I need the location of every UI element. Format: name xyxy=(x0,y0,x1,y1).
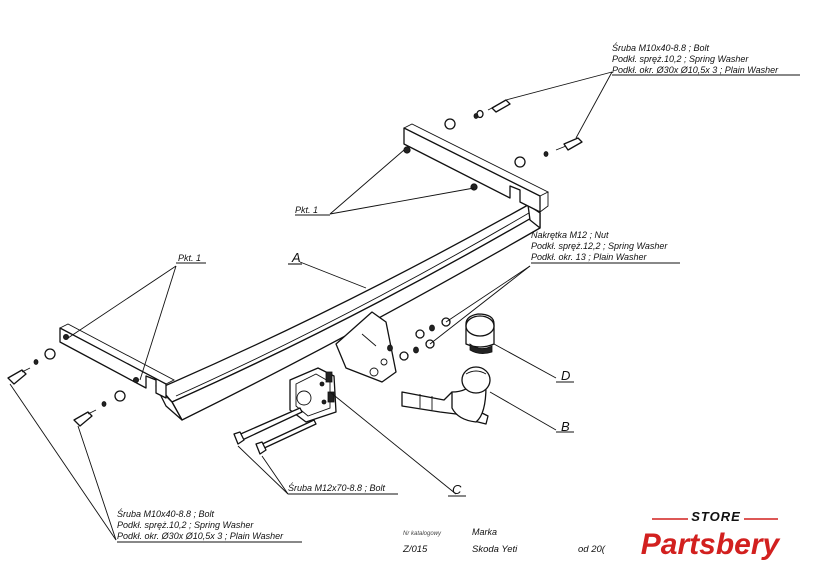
catalog-value: Z/015 xyxy=(402,544,428,555)
logo-store-text: STORE xyxy=(691,509,741,524)
callout-top-right-line-3: Podkł. okr. Ø30x Ø10,5x 3 ; Plain Washer xyxy=(612,65,779,75)
tow-ball-b xyxy=(401,366,491,425)
logo-brand-text: Partsbery xyxy=(641,528,781,561)
make-value: Skoda Yeti xyxy=(472,544,518,555)
make-label: Marka xyxy=(472,527,497,537)
callout-nut-group: Nakrętka M12 ; Nut Podkł. spręż.12,2 ; S… xyxy=(531,230,680,264)
callout-bottom-left: Śruba M10x40-8.8 ; Bolt Podkł. spręż.10,… xyxy=(117,508,302,543)
letter-d: D xyxy=(561,368,570,383)
part-letters: A D B C xyxy=(288,250,574,497)
callout-bottom-left-line-3: Podkł. okr. Ø30x Ø10,5x 3 ; Plain Washer xyxy=(117,531,284,541)
pkt-upper-label: Pkt. 1 xyxy=(295,205,318,215)
crossbar-a xyxy=(59,123,550,421)
bolt-group-top-2 xyxy=(514,137,583,168)
callout-bolt-c-text: Śruba M12x70-8.8 ; Bolt xyxy=(288,482,386,493)
callout-nut-line-3: Podkł. okr. 13 ; Plain Washer xyxy=(531,252,648,262)
bolt-group-left-2 xyxy=(73,390,126,427)
ball-cover-d xyxy=(465,313,495,354)
socket-plate-c xyxy=(289,367,337,423)
socket-bolts xyxy=(233,407,317,455)
leader-lines xyxy=(9,71,613,541)
callout-pkt-upper: Pkt. 1 xyxy=(295,205,330,216)
callout-top-right: Śruba M10x40-8.8 ; Bolt Podkł. spręż.10,… xyxy=(612,42,800,76)
callout-pkt-left: Pkt. 1 xyxy=(176,253,206,264)
callout-bottom-left-line-2: Podkł. spręż.10,2 ; Spring Washer xyxy=(117,520,254,530)
bolt-group-left-1 xyxy=(7,348,56,385)
catalog-label: Nr katalogowy xyxy=(403,531,442,537)
callout-bolt-c: Śruba M12x70-8.8 ; Bolt xyxy=(288,482,398,495)
from-value: od 20( xyxy=(578,544,606,555)
callout-bottom-left-line-1: Śruba M10x40-8.8 ; Bolt xyxy=(117,508,215,519)
letter-a: A xyxy=(291,250,301,265)
partsbery-logo: STORE Partsbery xyxy=(612,505,812,575)
letter-b: B xyxy=(561,419,570,434)
callout-top-right-line-1: Śruba M10x40-8.8 ; Bolt xyxy=(612,42,710,53)
callout-top-right-line-2: Podkł. spręż.10,2 ; Spring Washer xyxy=(612,54,749,64)
letter-c: C xyxy=(452,482,462,497)
pkt-left-label: Pkt. 1 xyxy=(178,253,201,263)
bolt-group-top-1 xyxy=(444,99,511,130)
callout-nut-line-1: Nakrętka M12 ; Nut xyxy=(531,230,609,240)
callout-nut-line-2: Podkł. spręż.12,2 ; Spring Washer xyxy=(531,241,668,251)
nut-group xyxy=(387,317,451,361)
title-block: Nr katalogowy Z/015 Marka Skoda Yeti od … xyxy=(402,527,606,555)
